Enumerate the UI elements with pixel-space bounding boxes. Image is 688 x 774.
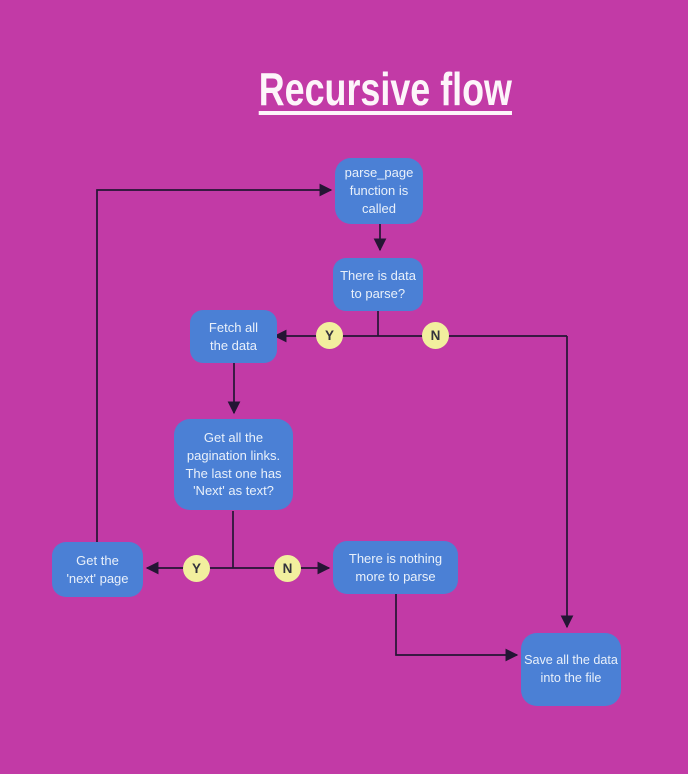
title-container: Recursive flow — [0, 62, 688, 116]
node-has-data-label: There is data to parse? — [340, 267, 416, 301]
decision-yes-label: Y — [324, 328, 334, 343]
diagram-title: Recursive flow — [258, 63, 512, 115]
node-parse-page-label: parse_page function is called — [344, 165, 414, 216]
node-has-data: There is data to parse? — [333, 258, 423, 311]
decision-yes-hasdata: Y — [316, 322, 343, 349]
node-pagination-label: Get all the pagination links. The last o… — [185, 429, 282, 499]
node-fetch-data-label: Fetch all the data — [208, 319, 259, 353]
node-next-page-label: Get the 'next' page — [66, 552, 129, 586]
decision-yes-pagination: Y — [183, 555, 210, 582]
node-save-file-label: Save all the data into the file — [524, 653, 618, 685]
decision-no-label: N — [282, 561, 293, 576]
edge-nothing-to-save — [395, 594, 519, 662]
node-fetch-data: Fetch all the data — [190, 310, 277, 363]
node-parse-page: parse_page function is called — [335, 158, 423, 224]
decision-no-hasdata: N — [422, 322, 449, 349]
node-nothing-more: There is nothing more to parse — [333, 541, 458, 594]
decision-no-pagination: N — [274, 555, 301, 582]
node-nothing-more-label: There is nothing more to parse — [348, 550, 443, 584]
edge-nextpage-loop-to-parse — [96, 183, 333, 542]
node-next-page: Get the 'next' page — [52, 542, 143, 597]
decision-yes-label: Y — [191, 561, 201, 576]
node-pagination: Get all the pagination links. The last o… — [174, 419, 293, 510]
decision-no-label: N — [430, 328, 441, 343]
node-save-file: Save all the data into the file — [521, 633, 621, 706]
